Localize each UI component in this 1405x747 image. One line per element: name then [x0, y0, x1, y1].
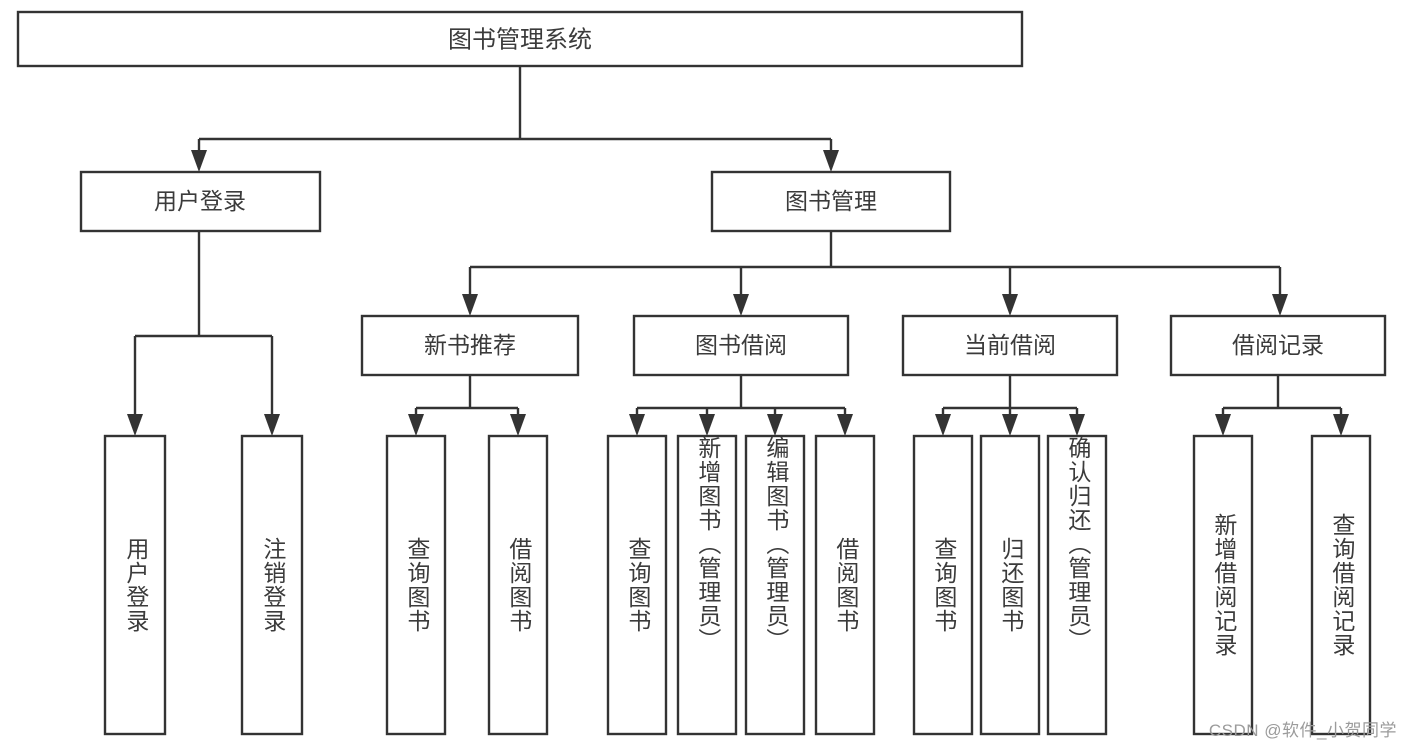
leaf-box-query-record[interactable]: [1310, 434, 1372, 736]
arrow-to-leaf-add-record: [1215, 414, 1231, 436]
arrow-to-current-borrow: [1002, 294, 1018, 316]
arrow-to-leaf-logout: [264, 414, 280, 436]
node-box-user-login[interactable]: [79, 170, 322, 233]
arrow-to-leaf-query-book-2: [629, 414, 645, 436]
arrow-to-book-manage: [823, 150, 839, 172]
leaf-box-query-book-1[interactable]: [385, 434, 447, 736]
arrow-to-borrow-record: [1272, 294, 1288, 316]
arrow-to-book-borrow: [733, 294, 749, 316]
arrow-to-new-book-recommend: [462, 294, 478, 316]
node-label-book-manage: 图书管理: [785, 188, 877, 214]
node-box-root[interactable]: [16, 10, 1024, 68]
node-box-current-borrow[interactable]: [901, 314, 1119, 377]
node-label-new-book-recommend: 新书推荐: [424, 332, 516, 358]
leaf-box-query-book-3[interactable]: [912, 434, 974, 736]
leaf-box-borrow-book-1[interactable]: [487, 434, 549, 736]
connector-group-user-login: [127, 231, 280, 436]
arrow-to-leaf-return-book: [1002, 414, 1018, 436]
leaf-box-add-record[interactable]: [1192, 434, 1254, 736]
arrow-to-leaf-borrow-book-1: [510, 414, 526, 436]
node-box-new-book-recommend[interactable]: [360, 314, 580, 377]
node-label-user-login: 用户登录: [154, 188, 246, 214]
connector-group-book-manage: [462, 231, 1288, 316]
arrow-to-leaf-query-book-1: [408, 414, 424, 436]
arrow-to-leaf-query-book-3: [935, 414, 951, 436]
connector-group-book-borrow: [629, 375, 853, 436]
connector-group-borrow-record: [1215, 375, 1349, 436]
arrow-to-leaf-confirm-return: [1069, 414, 1085, 436]
connector-group-root: [191, 66, 839, 172]
leaf-box-logout[interactable]: [240, 434, 304, 736]
arrow-to-leaf-query-record: [1333, 414, 1349, 436]
leaf-box-add-book[interactable]: [676, 434, 738, 736]
arrow-to-user-login: [191, 150, 207, 172]
arrow-to-leaf-add-book: [699, 414, 715, 436]
node-label-borrow-record: 借阅记录: [1232, 332, 1324, 358]
leaf-box-user-login[interactable]: [103, 434, 167, 736]
node-label-current-borrow: 当前借阅: [964, 332, 1056, 358]
arrow-to-leaf-borrow-book-2: [837, 414, 853, 436]
watermark-text: CSDN @软件_小贺同学: [1208, 721, 1397, 740]
node-box-book-manage[interactable]: [710, 170, 952, 233]
connector-group-current-borrow: [935, 375, 1085, 436]
arrow-to-leaf-user-login: [127, 414, 143, 436]
connector-group-new-book-recommend: [408, 375, 526, 436]
node-label-root: 图书管理系统: [448, 26, 592, 53]
leaf-box-query-book-2[interactable]: [606, 434, 668, 736]
leaf-box-return-book[interactable]: [979, 434, 1041, 736]
arrow-to-leaf-edit-book: [767, 414, 783, 436]
leaf-box-edit-book[interactable]: [744, 434, 806, 736]
leaf-box-confirm-return[interactable]: [1046, 434, 1108, 736]
leaf-box-borrow-book-2[interactable]: [814, 434, 876, 736]
node-box-book-borrow[interactable]: [632, 314, 850, 377]
node-label-book-borrow: 图书借阅: [695, 332, 787, 358]
node-box-borrow-record[interactable]: [1169, 314, 1387, 377]
